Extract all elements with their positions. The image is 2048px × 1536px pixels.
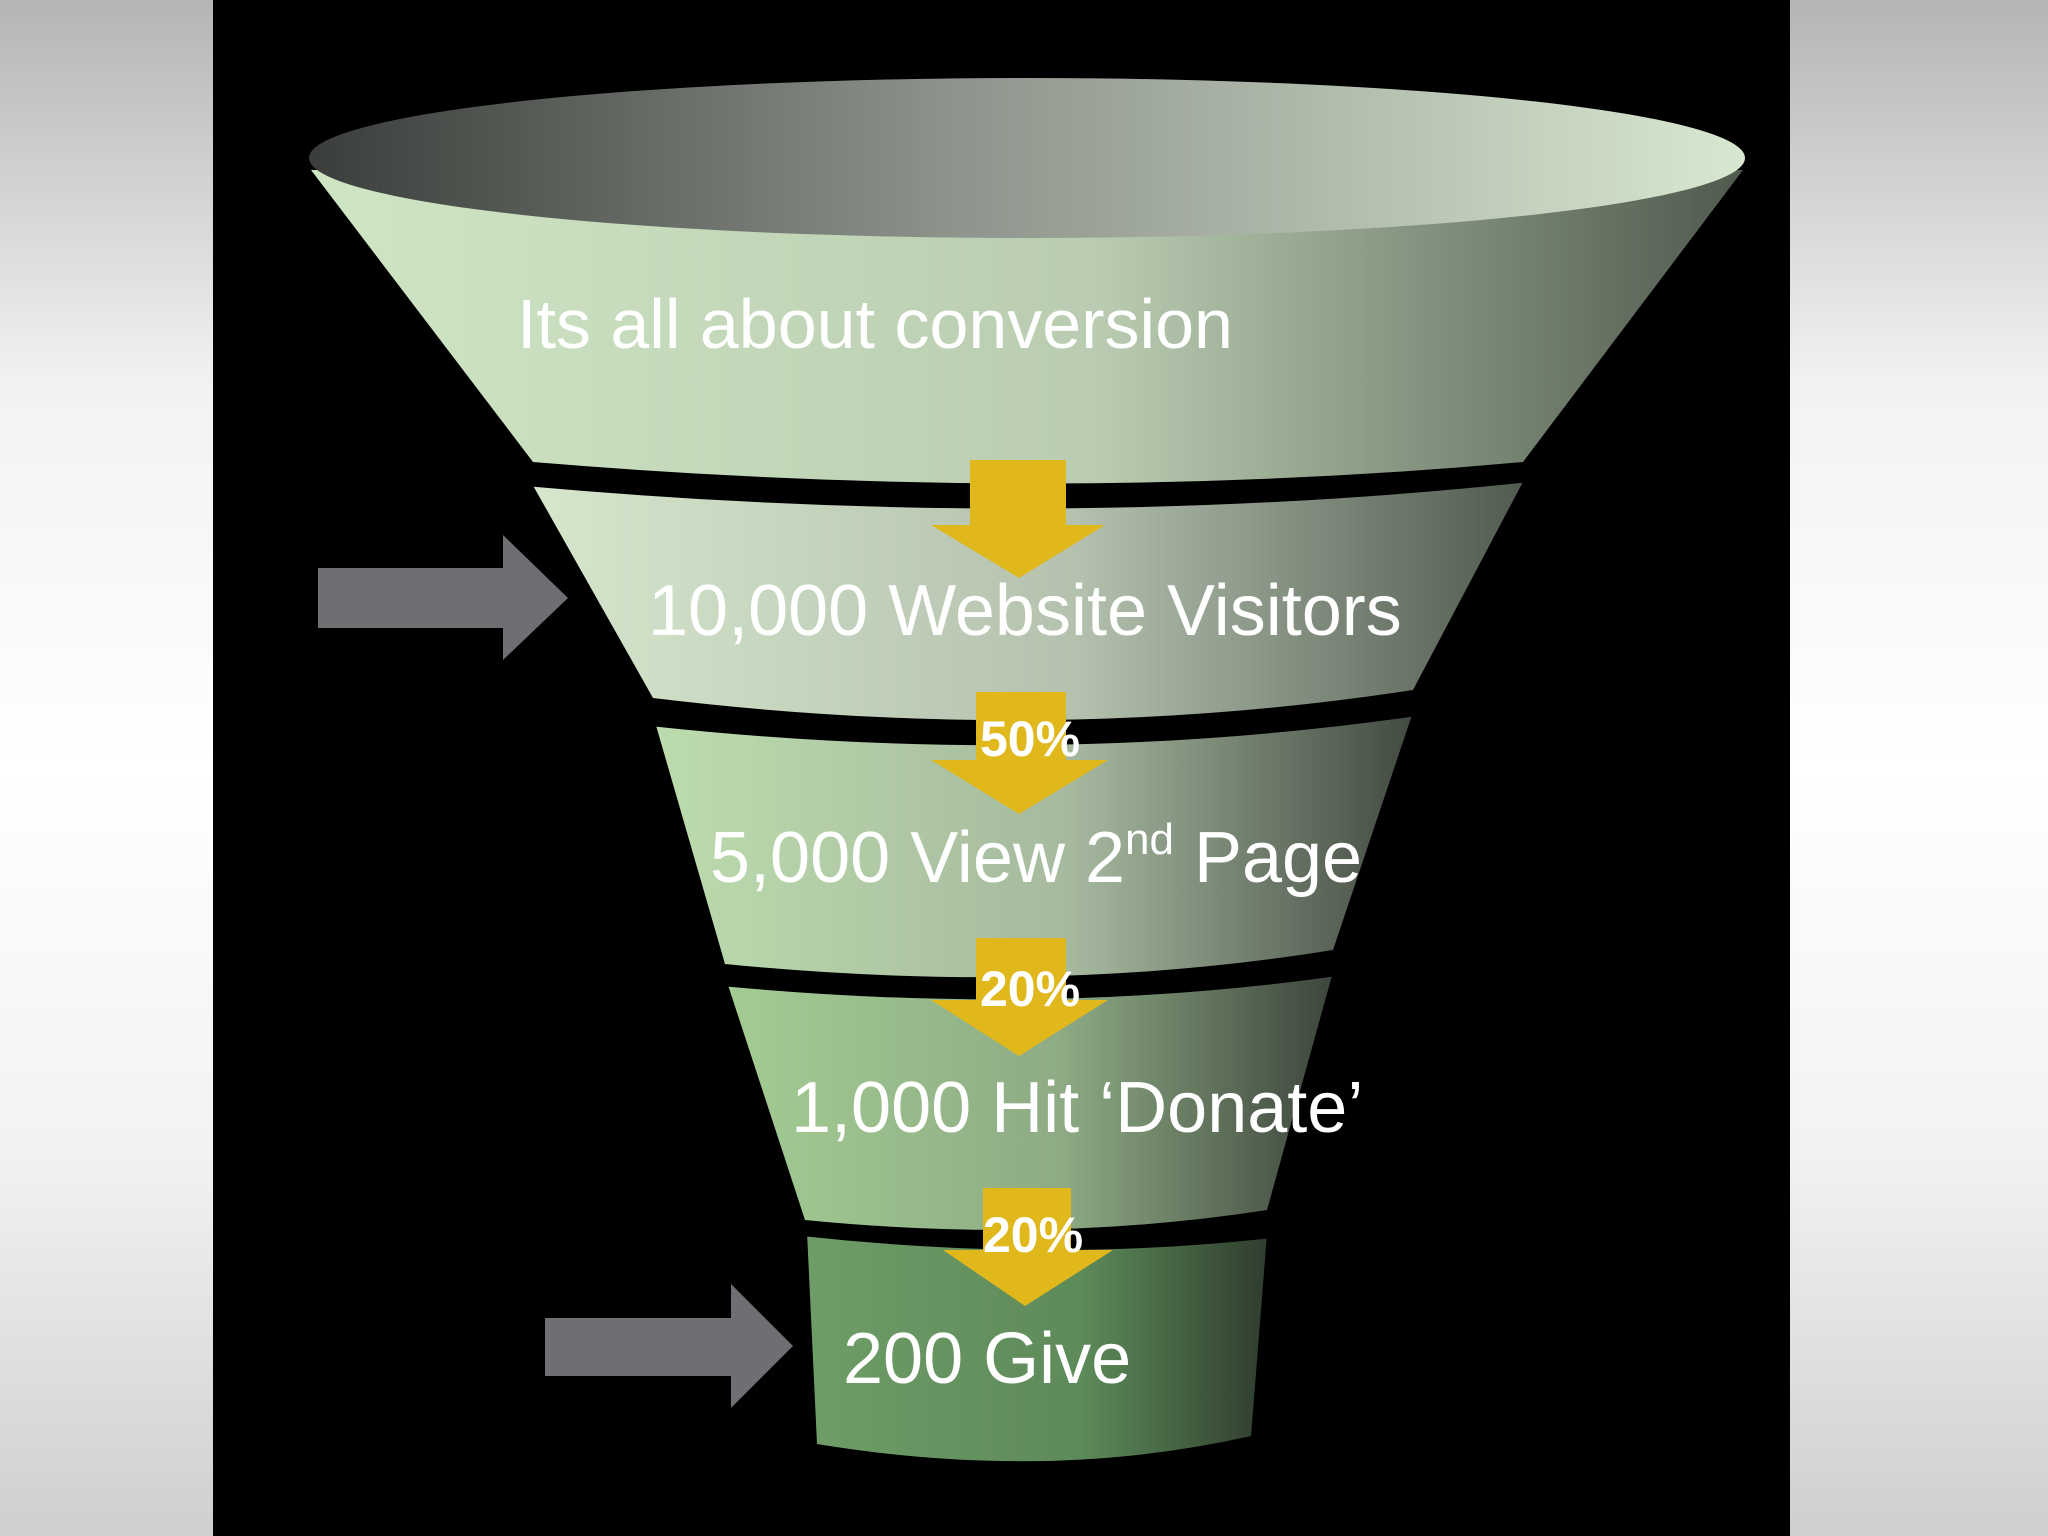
slide: Its all about conversion 10,000 Website … [213,0,1790,1536]
funnel-section-3 [727,972,1333,1230]
funnel-rim [309,78,1745,238]
pointer-arrow-visitors [318,535,568,660]
funnel-section-1 [531,478,1525,721]
conversion-rate-2: 20% [980,961,1080,1017]
funnel-section-2 [655,712,1413,978]
stage-label-1: 10,000 Website Visitors [648,571,1402,651]
conversion-arrow-2 [931,692,1108,814]
conversion-arrow-1 [931,460,1105,578]
conversion-rate-3: 20% [983,1207,1083,1263]
conversion-arrow-4 [943,1188,1113,1306]
stage-label-3: 1,000 Hit ‘Donate’ [791,1068,1363,1148]
stage-label-4: 200 Give [843,1319,1131,1399]
right-margin [1790,0,2048,1536]
diagram-title: Its all about conversion [517,285,1233,363]
pointer-arrow-give [545,1284,793,1408]
stage-label-2-tail: Page [1174,818,1362,898]
funnel-diagram: Its all about conversion 10,000 Website … [309,78,1745,1462]
conversion-arrow-3 [931,938,1108,1056]
conversion-rate-1: 50% [980,711,1080,767]
stage-label-2-main: 5,000 View 2 [710,818,1125,898]
funnel-section-top [311,170,1743,484]
stage-label-2-sup: nd [1125,815,1174,864]
left-margin [0,0,213,1536]
stage-label-2: 5,000 View 2nd Page [710,815,1362,898]
funnel-section-4 [807,1232,1267,1462]
